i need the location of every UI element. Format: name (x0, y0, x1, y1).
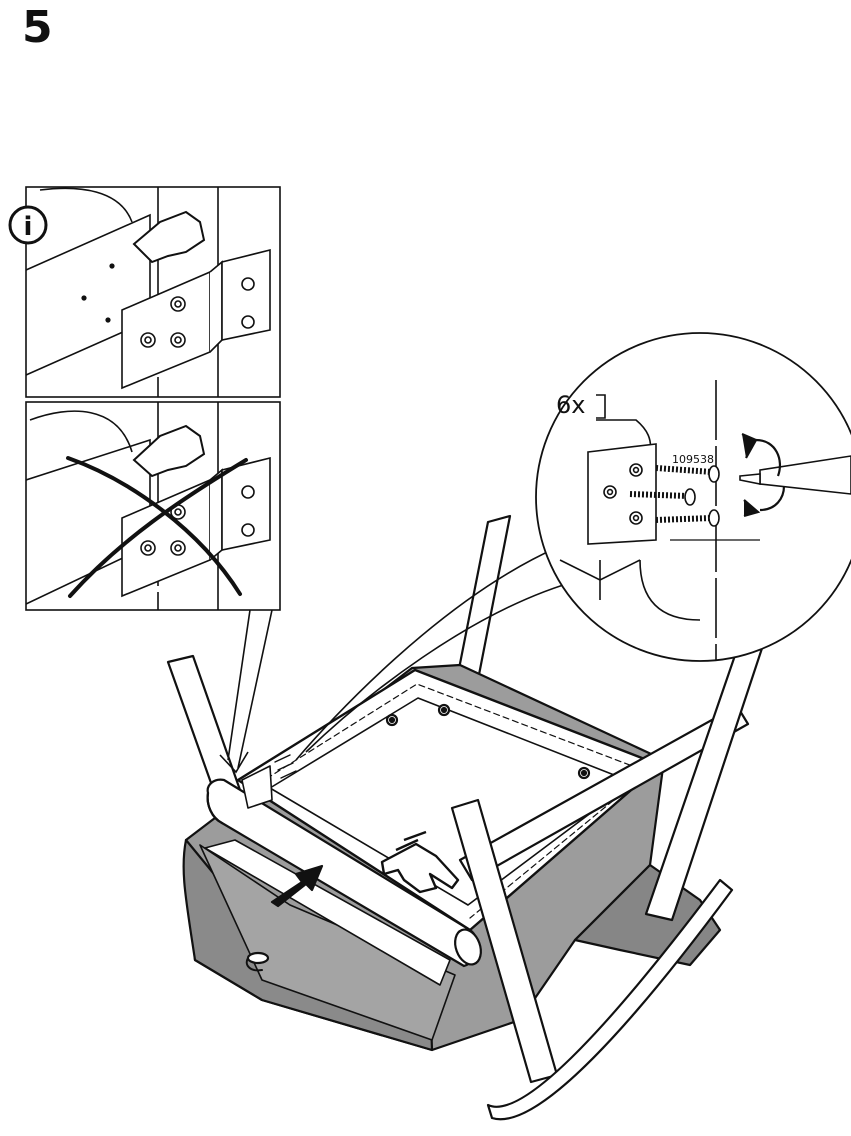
rotate-arrow-icon (741, 432, 786, 518)
info-panel-wrong (25, 401, 281, 611)
info-panel-correct: i (8, 186, 281, 398)
leader-lines (219, 547, 581, 774)
callout-leader (295, 547, 557, 761)
mount-bracket (241, 765, 273, 809)
back-leg-left (166, 654, 242, 799)
chair-illustration (166, 514, 780, 1121)
screwdriver-icon (739, 455, 851, 495)
press-hand-icon (132, 210, 206, 264)
press-hand-icon (132, 424, 206, 478)
detail-callout: 109538 6x (535, 332, 851, 662)
info-icon: i (8, 205, 48, 245)
press-hand-icon (380, 830, 460, 894)
screw-icon (629, 465, 720, 527)
quantity-label: 6x (556, 391, 585, 419)
push-arrow-icon (270, 864, 324, 908)
part-number: 109538 (672, 453, 714, 466)
wrong-cross-icon (66, 456, 248, 598)
frame-stitching (257, 683, 649, 919)
frame-holes (385, 703, 591, 780)
bracket-plate (587, 443, 657, 545)
bracket-flange (221, 456, 271, 551)
rocker-right (486, 878, 734, 1121)
svg-text:i: i (24, 212, 33, 242)
bracket-flange (221, 248, 271, 341)
step-number: 5 (22, 2, 53, 53)
